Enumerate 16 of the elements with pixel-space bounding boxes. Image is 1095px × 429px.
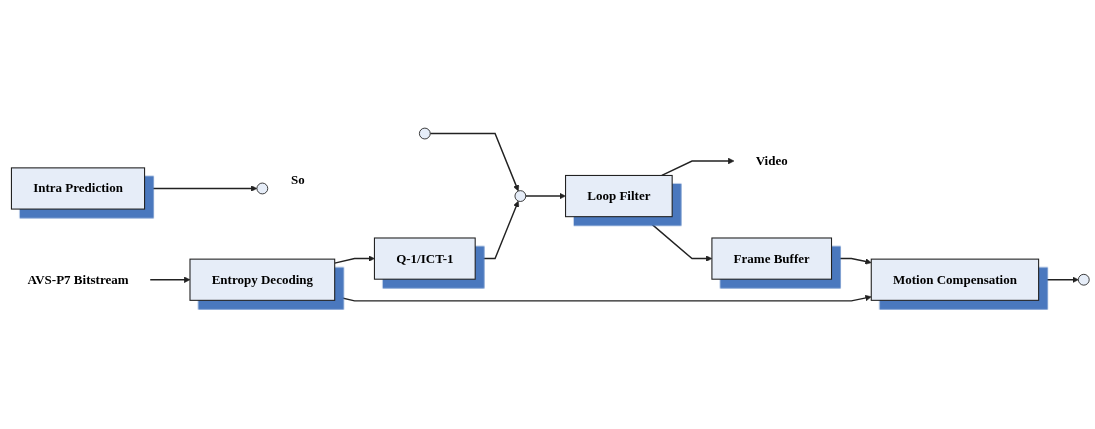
node-box: Loop Filter (565, 174, 673, 218)
node-box: Entropy Decoding (189, 258, 336, 301)
node-box: Motion Compensation (870, 258, 1040, 301)
node-circle (418, 127, 431, 140)
node-text: Video (755, 153, 788, 168)
node-box: Intra Prediction (10, 167, 146, 210)
node-box: Frame Buffer (711, 237, 833, 280)
node-circle (514, 190, 527, 202)
node-circle (1077, 273, 1090, 286)
node-box: Q-1/ICT-1 (373, 237, 476, 280)
arrow (661, 157, 735, 177)
node-circle (256, 182, 269, 195)
arrow (429, 132, 520, 192)
node-label: So (290, 172, 305, 188)
arrow (525, 192, 566, 200)
node-text: AVS-P7 Bitstream (27, 272, 129, 287)
